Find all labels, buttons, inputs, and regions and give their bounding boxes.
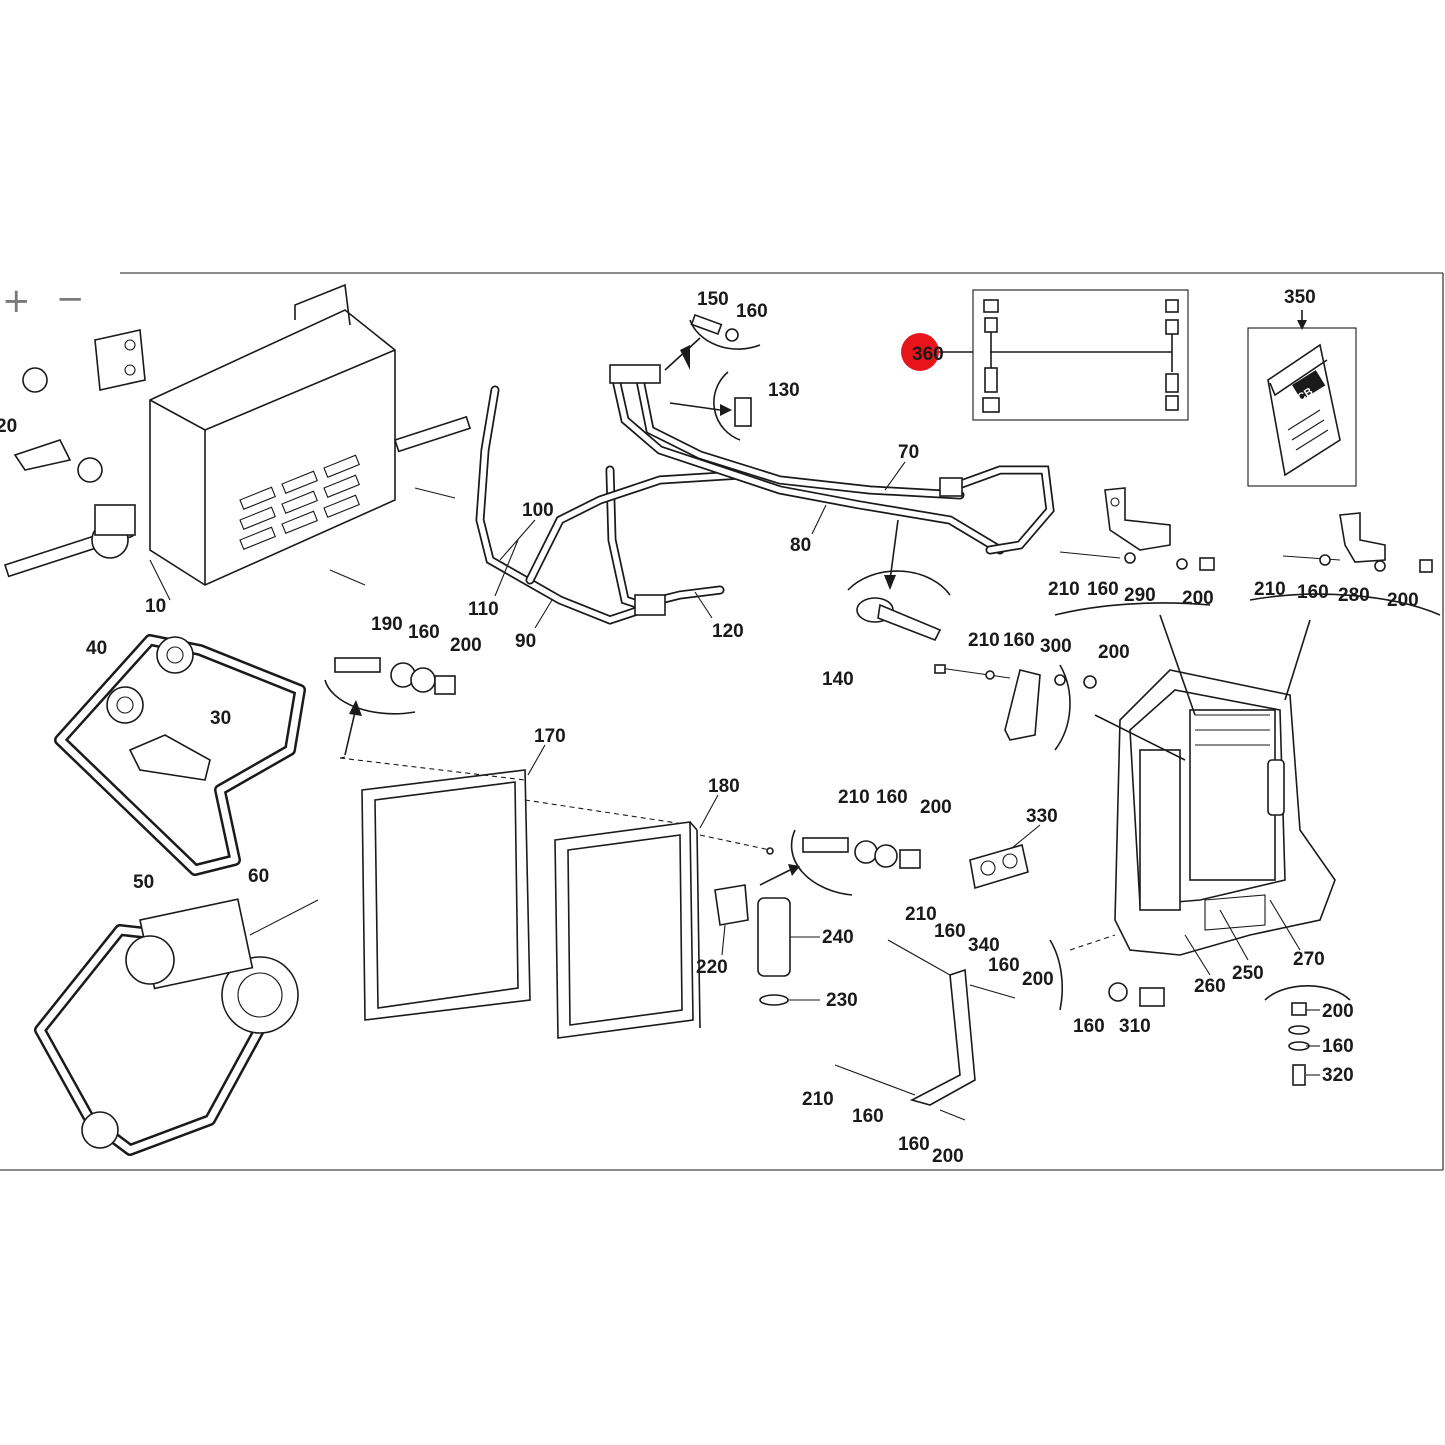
callout-270[interactable]: 270 <box>1293 949 1325 970</box>
callout-260[interactable]: 260 <box>1194 976 1226 997</box>
bracket-290 <box>1059 487 1215 571</box>
detail-cable-tie-140 <box>847 519 951 642</box>
callout-160-h[interactable]: 160 <box>1003 630 1035 651</box>
callout-160-d[interactable]: 160 <box>934 921 966 942</box>
detail-arc-bottom <box>1049 939 1064 1011</box>
callout-240[interactable]: 240 <box>822 927 854 948</box>
fastener-310 <box>1108 982 1165 1007</box>
callout-200-c[interactable]: 200 <box>1022 969 1054 990</box>
heater-unit <box>3 283 472 601</box>
callout-200-g[interactable]: 200 <box>1387 590 1419 611</box>
gasket <box>969 824 1041 890</box>
hose-assembly <box>475 364 1055 625</box>
callout-160-l[interactable]: 160 <box>1322 1036 1354 1057</box>
callout-50[interactable]: 50 <box>133 872 154 893</box>
condenser-seal-frame <box>339 757 691 1021</box>
detail-arc-left <box>1054 602 1211 616</box>
callout-160-e[interactable]: 160 <box>988 955 1020 976</box>
callout-310[interactable]: 310 <box>1119 1016 1151 1037</box>
callout-180[interactable]: 180 <box>708 776 740 797</box>
callout-10[interactable]: 10 <box>145 596 166 617</box>
callout-200-f[interactable]: 200 <box>1182 588 1214 609</box>
callout-20[interactable]: 20 <box>0 416 17 437</box>
callout-200-d[interactable]: 200 <box>932 1146 964 1167</box>
selected-part-marker[interactable] <box>901 333 939 371</box>
ac-housing <box>1069 614 1336 956</box>
callout-90[interactable]: 90 <box>515 631 536 652</box>
callout-60[interactable]: 60 <box>248 866 269 887</box>
detail-arc-right <box>1249 593 1441 616</box>
callout-210-a[interactable]: 210 <box>838 787 870 808</box>
detail-bolt-190 <box>324 657 456 756</box>
callout-340[interactable]: 340 <box>968 935 1000 956</box>
callout-210-c[interactable]: 210 <box>802 1089 834 1110</box>
callout-160-k[interactable]: 160 <box>1073 1016 1105 1037</box>
detail-bolt-210-a <box>759 829 921 896</box>
callout-200-e[interactable]: 200 <box>1098 642 1130 663</box>
misc-fittings <box>339 664 995 855</box>
callout-160-c[interactable]: 160 <box>876 787 908 808</box>
callout-80[interactable]: 80 <box>790 535 811 556</box>
zoom-controls: + − <box>2 279 85 321</box>
callout-150[interactable]: 150 <box>697 289 729 310</box>
detail-bolt-300 <box>939 664 1097 751</box>
callout-210-e[interactable]: 210 <box>1048 579 1080 600</box>
zoom-in-icon[interactable]: + <box>2 281 31 321</box>
callout-210-b[interactable]: 210 <box>905 904 937 925</box>
callout-290[interactable]: 290 <box>1124 585 1156 606</box>
callout-120[interactable]: 120 <box>712 621 744 642</box>
callout-330[interactable]: 330 <box>1026 806 1058 827</box>
callout-200-b[interactable]: 200 <box>920 797 952 818</box>
callout-220[interactable]: 220 <box>696 957 728 978</box>
callout-40[interactable]: 40 <box>86 638 107 659</box>
callout-190[interactable]: 190 <box>371 614 403 635</box>
fastener-stack-320 <box>1288 1002 1320 1086</box>
receiver-drier <box>714 884 820 1006</box>
callout-160-b[interactable]: 160 <box>408 622 440 643</box>
callout-300[interactable]: 300 <box>1040 636 1072 657</box>
callout-200-a[interactable]: 200 <box>450 635 482 656</box>
callout-160-g[interactable]: 160 <box>898 1134 930 1155</box>
callout-170[interactable]: 170 <box>534 726 566 747</box>
detail-bolt-150 <box>664 313 761 371</box>
callout-160-i[interactable]: 160 <box>1087 579 1119 600</box>
callout-30[interactable]: 30 <box>210 708 231 729</box>
condenser <box>554 821 771 1039</box>
mounting-bracket <box>834 939 1016 1121</box>
callout-250[interactable]: 250 <box>1232 963 1264 984</box>
compressor-assembly <box>34 898 319 1156</box>
callout-360[interactable]: 360 <box>912 344 944 365</box>
kit-360-box <box>930 289 1189 421</box>
callout-230[interactable]: 230 <box>826 990 858 1011</box>
drive-belt-30 <box>54 634 306 876</box>
callout-140[interactable]: 140 <box>822 669 854 690</box>
callout-110[interactable]: 110 <box>468 599 499 620</box>
callout-350[interactable]: 350 <box>1284 287 1316 308</box>
bracket-280 <box>1282 512 1433 573</box>
callout-130[interactable]: 130 <box>768 380 800 401</box>
callout-210-d[interactable]: 210 <box>968 630 1000 651</box>
callout-320[interactable]: 320 <box>1322 1065 1354 1086</box>
callout-100[interactable]: 100 <box>522 500 554 521</box>
callout-160-top[interactable]: 160 <box>736 301 768 322</box>
callout-200-h[interactable]: 200 <box>1322 1001 1354 1022</box>
callout-280[interactable]: 280 <box>1338 585 1370 606</box>
diagram-frame <box>0 272 1444 1171</box>
callout-210-f[interactable]: 210 <box>1254 579 1286 600</box>
callout-160-f[interactable]: 160 <box>852 1106 884 1127</box>
detail-switch-130 <box>669 371 752 441</box>
operator-manual: JCB <box>1247 310 1357 487</box>
zoom-out-icon[interactable]: − <box>56 279 85 319</box>
callout-70[interactable]: 70 <box>898 442 919 463</box>
detail-arc-bottom2 <box>1264 985 1351 1001</box>
callout-160-j[interactable]: 160 <box>1297 582 1329 603</box>
